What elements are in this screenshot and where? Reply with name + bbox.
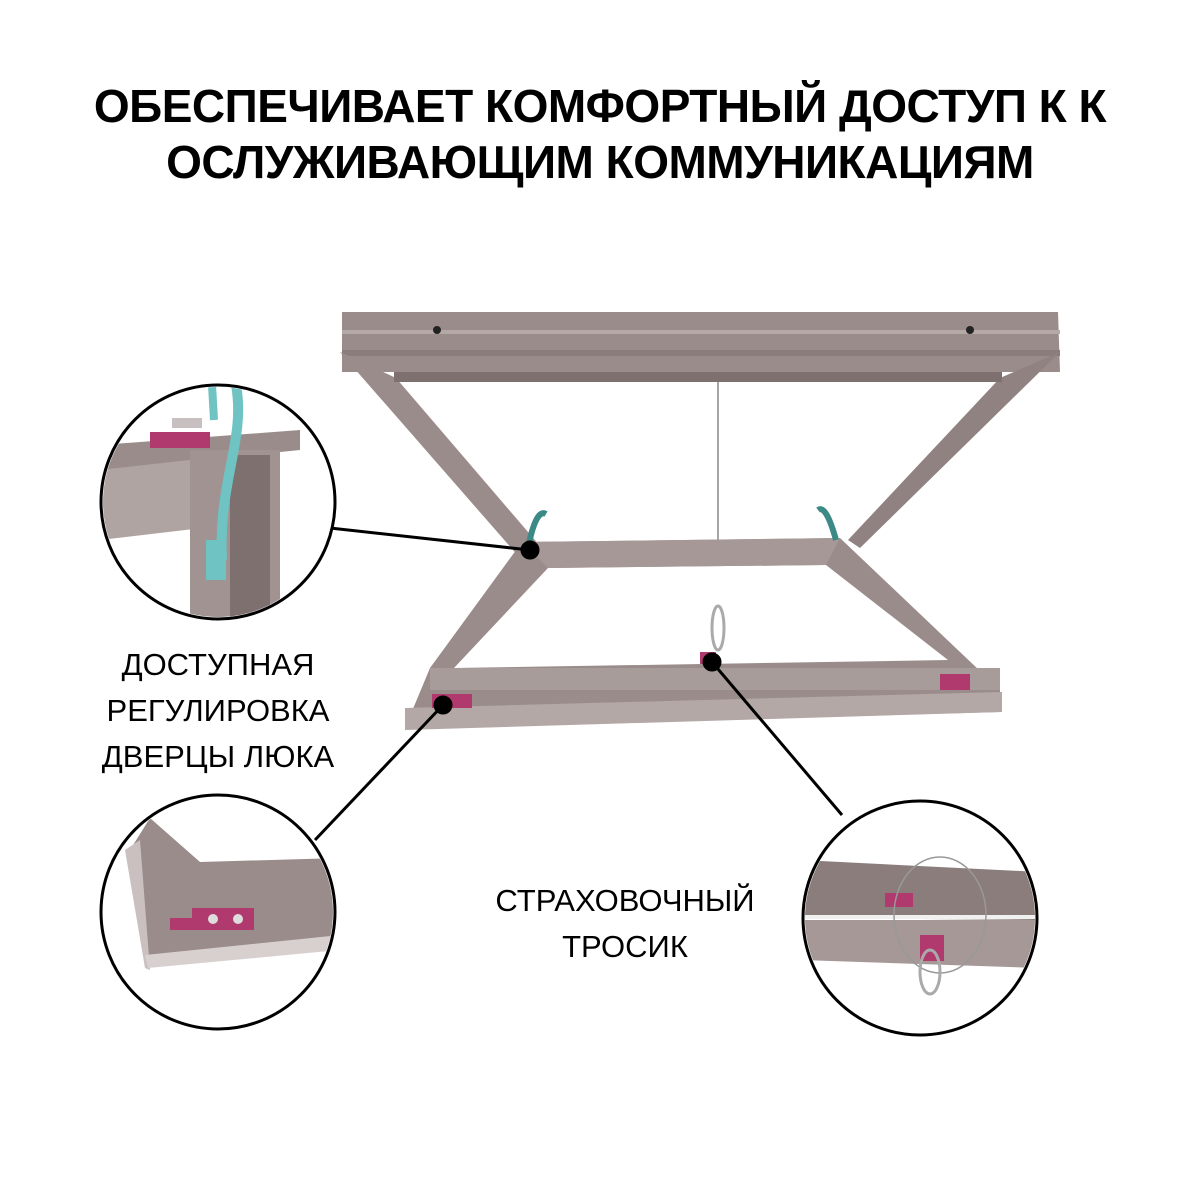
- caption-adjustment: ДОСТУПНАЯ РЕГУЛИРОВКА ДВЕРЦЫ ЛЮКА: [78, 642, 358, 780]
- callout-lines: [313, 526, 844, 842]
- caption-safety-cable: СТРАХОВОЧНЫЙ ТРОСИК: [460, 878, 790, 970]
- detail-circle-spring-hinge: [99, 383, 337, 621]
- title-line-2: ОСЛУЖИВАЮЩИМ КОММУНИКАЦИЯМ: [166, 136, 1034, 188]
- hatch-door: [405, 506, 1002, 730]
- detail-circle-safety-cable: [801, 799, 1039, 1037]
- caption-cable-line-1: СТРАХОВОЧНЫЙ: [495, 883, 755, 918]
- caption-adjustment-line-3: ДВЕРЦЫ ЛЮКА: [101, 739, 335, 774]
- caption-adjustment-line-1: ДОСТУПНАЯ: [121, 647, 315, 682]
- hatch-frame: [340, 312, 1060, 600]
- page-title: ОБЕСПЕЧИВАЕТ КОМФОРТНЫЙ ДОСТУП К К ОСЛУЖ…: [0, 78, 1200, 190]
- title-line-1: ОБЕСПЕЧИВАЕТ КОМФОРТНЫЙ ДОСТУП К К: [93, 80, 1107, 132]
- caption-adjustment-line-2: РЕГУЛИРОВКА: [106, 693, 330, 728]
- detail-circle-adjustment: [99, 793, 337, 1031]
- caption-cable-line-2: ТРОСИК: [562, 929, 688, 964]
